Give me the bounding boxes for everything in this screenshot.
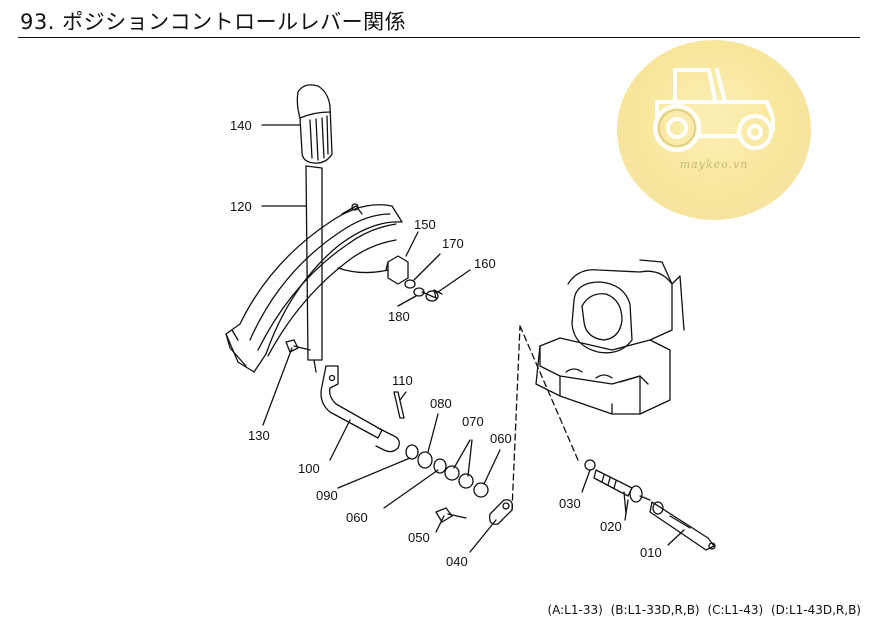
label-010: 010 (640, 545, 662, 560)
washer-060-a (433, 458, 447, 474)
lever-grip (296, 84, 333, 164)
label-170: 170 (442, 236, 464, 251)
label-060-upper: 060 (490, 431, 512, 446)
lever-rod (305, 165, 323, 373)
label-110: 110 (392, 373, 413, 388)
label-080: 080 (430, 396, 452, 411)
transmission-housing (535, 259, 685, 415)
label-060-lower: 060 (346, 510, 368, 525)
label-050: 050 (408, 530, 430, 545)
washer-070-b (458, 473, 474, 489)
link-plate-040 (489, 499, 513, 525)
page-title: 93. ポジションコントロールレバー関係 (20, 10, 407, 34)
label-140: 140 (230, 118, 252, 133)
label-150: 150 (414, 217, 436, 232)
label-160: 160 (474, 256, 496, 271)
label-120: 120 (230, 199, 252, 214)
tractor-icon (653, 68, 775, 152)
label-040: 040 (446, 554, 468, 569)
shaft-010 (649, 501, 716, 551)
label-020: 020 (600, 519, 622, 534)
snap-ring (584, 459, 596, 471)
washer-170 (404, 279, 416, 289)
washer-180 (413, 287, 425, 297)
shaft-020 (593, 469, 651, 515)
spring-pin (393, 391, 405, 419)
washer-070-a (444, 465, 460, 481)
washer-080 (417, 451, 433, 469)
bolt-050 (435, 507, 467, 523)
washer-060-b (473, 482, 489, 498)
lever-arm (320, 365, 400, 453)
label-030: 030 (559, 496, 581, 511)
model-applicability-note: (A:L1-33) (B:L1-33D,R,B) (C:L1-43) (D:L1… (543, 603, 861, 617)
title-divider (18, 37, 860, 38)
label-090: 090 (316, 488, 338, 503)
collar-090 (405, 444, 419, 460)
label-100: 100 (298, 461, 320, 476)
label-130: 130 (248, 428, 270, 443)
label-180: 180 (388, 309, 410, 324)
watermark-text: maykeo.vn (679, 158, 749, 171)
label-070: 070 (462, 414, 484, 429)
guide-plate (225, 203, 403, 373)
model-note-b: (B:L1-33D,R,B) (610, 603, 700, 617)
watermark-logo: maykeo.vn (617, 40, 811, 220)
bolt-130 (285, 339, 311, 353)
model-note-c: (C:L1-43) (707, 603, 764, 617)
stopper-bracket (337, 255, 409, 285)
model-note-d: (D:L1-43D,R,B) (770, 603, 861, 617)
model-note-a: (A:L1-33) (547, 603, 603, 617)
